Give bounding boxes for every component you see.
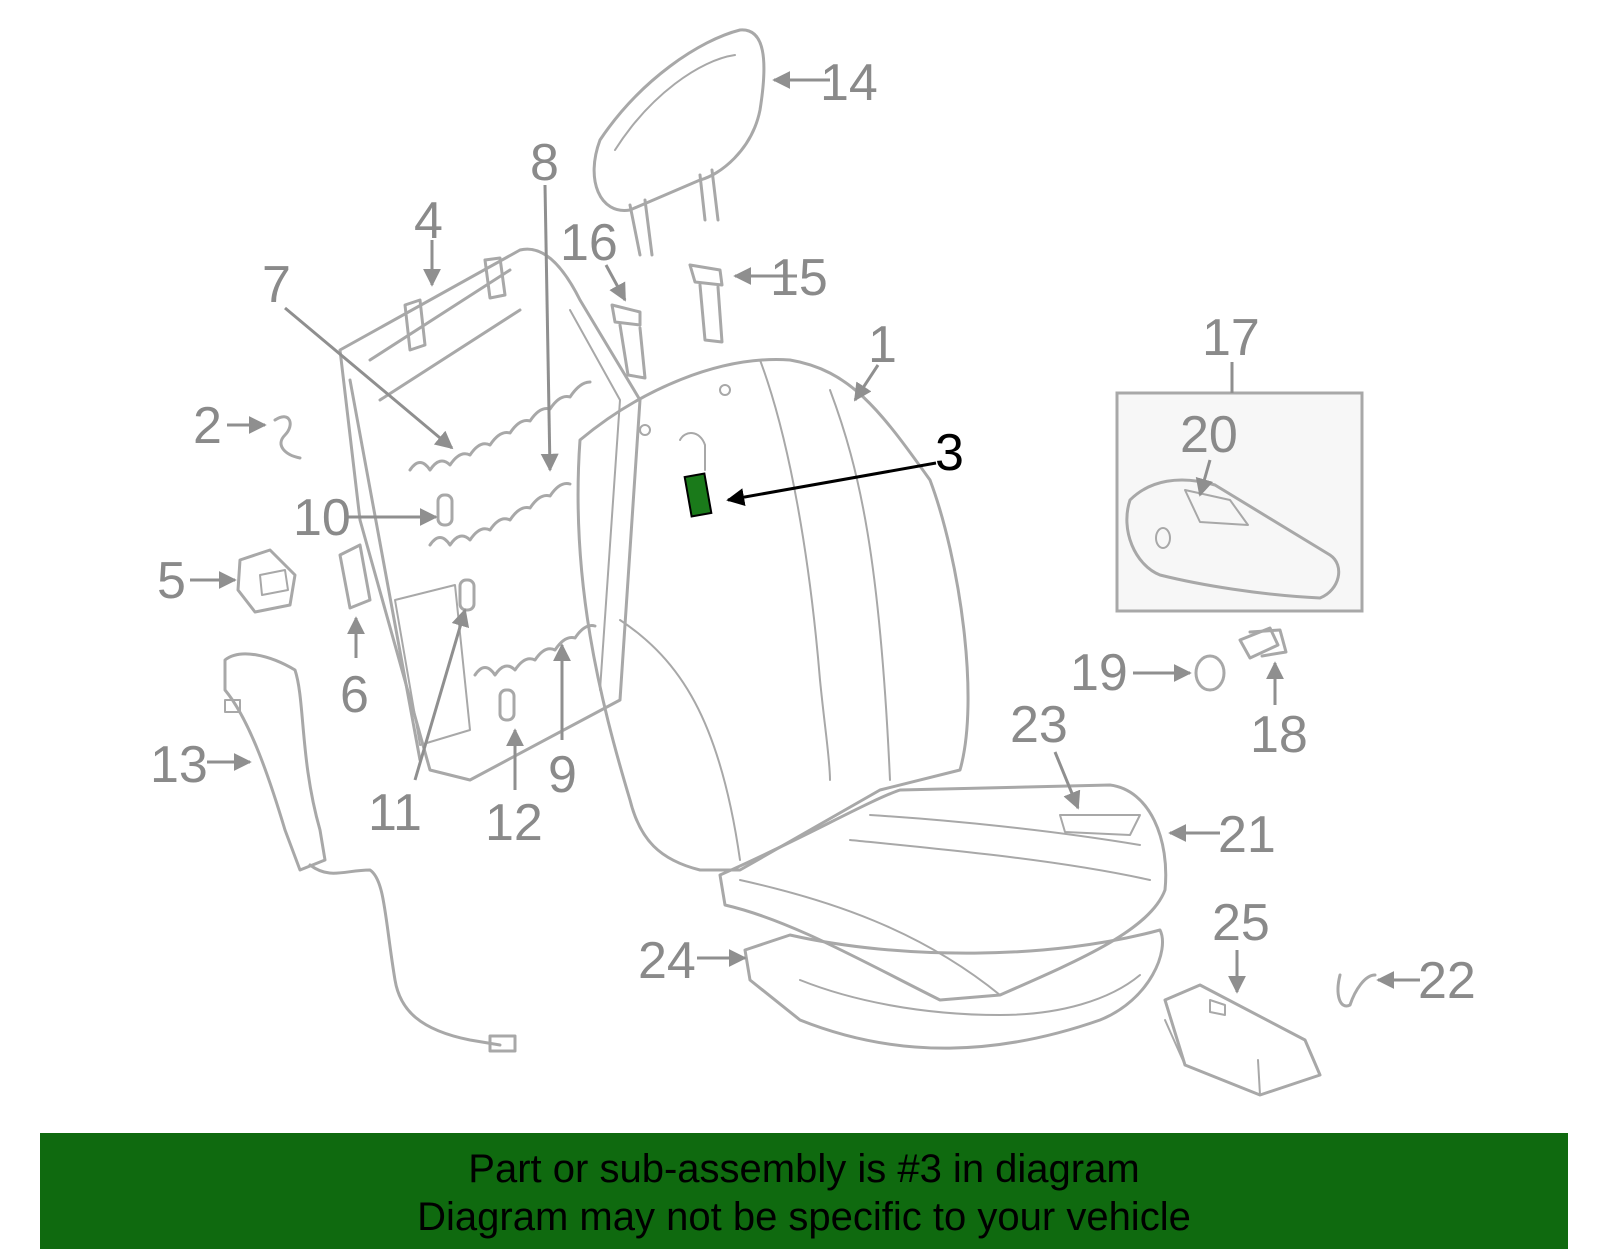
- callout-16: 16: [560, 214, 618, 272]
- control-module-25: [1163, 983, 1322, 1097]
- callout-6: 6: [340, 666, 369, 724]
- seatback-cushion: [576, 358, 970, 872]
- subassembly-box-17: [1115, 391, 1364, 613]
- callout-9: 9: [548, 746, 577, 804]
- bracket-5: [236, 548, 297, 614]
- callout-20: 20: [1180, 406, 1238, 464]
- leader-lines: [190, 71, 1420, 994]
- side-airbag: [223, 652, 517, 1053]
- bolt-18: [1238, 626, 1288, 660]
- callout-10: 10: [293, 489, 351, 547]
- callout-11: 11: [368, 784, 422, 842]
- seatback-frame: [338, 247, 642, 782]
- callout-17: 17: [1202, 309, 1260, 367]
- headrest-guides: [610, 263, 724, 380]
- callout-21: 21: [1218, 806, 1276, 864]
- washer-19: [1194, 654, 1226, 692]
- seat-frame: [743, 928, 1164, 1050]
- callout-1: 1: [868, 316, 897, 374]
- callout-23: 23: [1010, 696, 1068, 754]
- callout-4: 4: [414, 192, 443, 250]
- clip-2: [273, 415, 302, 460]
- callout-19: 19: [1070, 644, 1128, 702]
- callout-15: 15: [770, 249, 828, 307]
- callout-24: 24: [638, 932, 696, 990]
- hook-22: [1336, 973, 1377, 1008]
- highlighted-part-3: [683, 472, 713, 518]
- plate-6: [338, 543, 372, 610]
- footer-line-2: Diagram may not be specific to your vehi…: [417, 1195, 1191, 1239]
- callout-3: 3: [935, 424, 964, 482]
- callout-22: 22: [1418, 952, 1476, 1010]
- seatback-clips: [436, 493, 516, 722]
- headrest: [592, 28, 766, 257]
- seat-cushion: [718, 783, 1168, 1002]
- callout-12: 12: [485, 794, 543, 852]
- callout-2: 2: [193, 397, 222, 455]
- callout-14: 14: [820, 54, 878, 112]
- footer-banner: Part or sub-assembly is #3 in diagram Di…: [40, 1133, 1568, 1249]
- callout-18: 18: [1250, 706, 1308, 764]
- callout-25: 25: [1212, 894, 1270, 952]
- callout-7: 7: [262, 256, 291, 314]
- callout-8: 8: [530, 134, 559, 192]
- footer-line-1: Part or sub-assembly is #3 in diagram: [468, 1147, 1140, 1191]
- callout-5: 5: [157, 552, 186, 610]
- seatback-springs: [408, 380, 597, 677]
- callout-13: 13: [150, 736, 208, 794]
- callout-labels: 14 15 16 4 7 8 1 2 3 10 5 6 13 11 12 9 1…: [150, 54, 1476, 1010]
